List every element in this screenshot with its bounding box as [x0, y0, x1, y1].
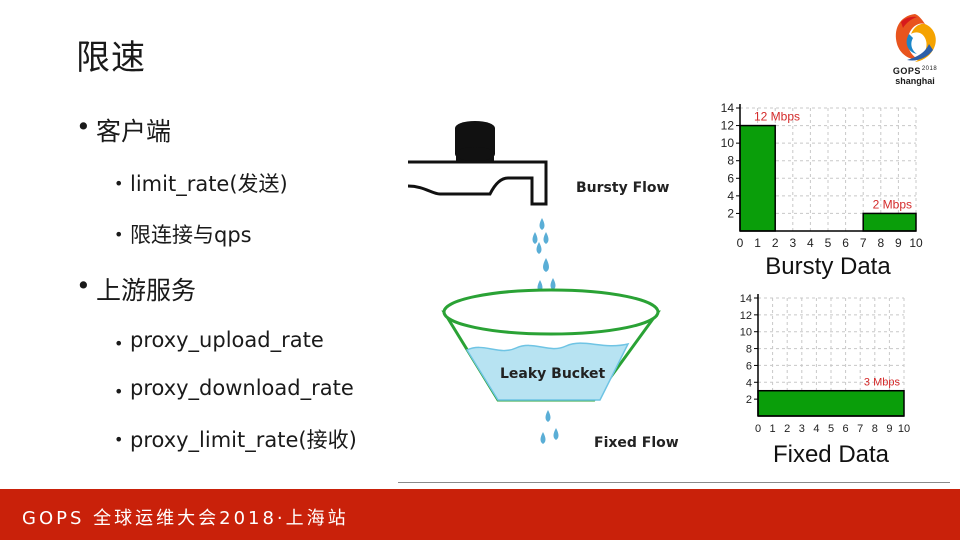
x-tick-label: 2: [784, 423, 790, 435]
x-tick-label: 7: [857, 423, 863, 435]
x-tick-label: 0: [755, 423, 761, 435]
x-tick-label: 3: [799, 423, 805, 435]
water-tap-icon: [407, 121, 548, 206]
bullet-sub-item: proxy_download_rate: [76, 376, 406, 424]
leaky-bucket-icon: Leaky Bucket: [441, 288, 661, 402]
chart-bar: [739, 124, 776, 232]
y-tick-label: 6: [727, 171, 734, 185]
logo-brand: GOPS2018: [892, 66, 938, 76]
chart-title: Fixed Data: [773, 441, 890, 468]
bullet-sub-item: 限连接与qps: [76, 219, 406, 271]
gops-swirl-icon: [895, 14, 936, 62]
x-tick-label: 9: [886, 423, 892, 435]
x-tick-label: 6: [843, 423, 849, 435]
footer-bar: GOPS 全球运维大会2018·上海站: [0, 489, 960, 540]
x-tick-label: 3: [789, 236, 796, 250]
bullet-item: 客户端: [76, 112, 406, 168]
water-drops-bottom: [540, 410, 559, 444]
slide-title: 限速: [76, 38, 146, 78]
y-tick-label: 4: [746, 377, 752, 389]
bullet-sub-item: proxy_upload_rate: [76, 328, 406, 376]
footer-divider: [398, 482, 950, 483]
bullet-item: 上游服务: [76, 271, 406, 328]
x-tick-label: 0: [737, 236, 744, 250]
bar-data-label: 2 Mbps: [873, 197, 912, 211]
x-tick-label: 9: [895, 236, 902, 250]
chart-title: Bursty Data: [765, 253, 891, 280]
footer-text: GOPS 全球运维大会2018·上海站: [22, 508, 349, 529]
y-tick-label: 4: [727, 189, 734, 203]
bar-data-label: 3 Mbps: [864, 377, 901, 389]
y-tick-label: 6: [746, 360, 752, 372]
bursty-flow-label: Bursty Flow: [576, 180, 670, 196]
y-tick-label: 8: [746, 344, 752, 356]
water-drops-top: [532, 218, 556, 292]
y-tick-label: 8: [727, 154, 734, 168]
gops-logo: GOPS2018 shanghai: [884, 10, 946, 94]
chart-bar: [862, 212, 917, 232]
y-tick-label: 10: [740, 327, 752, 339]
x-tick-label: 6: [842, 236, 849, 250]
logo-city: shanghai: [895, 76, 935, 86]
x-tick-label: 5: [828, 423, 834, 435]
x-tick-label: 8: [877, 236, 884, 250]
y-tick-label: 12: [740, 310, 752, 322]
x-tick-label: 8: [872, 423, 878, 435]
leaky-bucket-diagram: Bursty Flow Leaky Bucket Fixed Flow: [407, 121, 679, 451]
x-tick-label: 1: [754, 236, 761, 250]
x-tick-label: 10: [909, 236, 923, 250]
x-tick-label: 10: [898, 423, 910, 435]
bullet-sub-item: proxy_limit_rate(接收): [76, 424, 406, 464]
y-tick-label: 12: [721, 119, 735, 133]
fixed-flow-label: Fixed Flow: [594, 435, 679, 451]
leaky-bucket-label: Leaky Bucket: [500, 366, 606, 382]
chart-bar: [757, 389, 905, 417]
x-tick-label: 7: [860, 236, 867, 250]
y-tick-label: 2: [746, 394, 752, 406]
y-tick-label: 14: [740, 293, 752, 305]
x-tick-label: 2: [772, 236, 779, 250]
y-tick-label: 14: [721, 101, 735, 115]
x-tick-label: 4: [813, 423, 819, 435]
y-tick-label: 2: [727, 206, 734, 220]
x-tick-label: 1: [770, 423, 776, 435]
bullet-sub-item: limit_rate(发送): [76, 168, 406, 219]
bar-data-label: 12 Mbps: [754, 110, 800, 124]
bullet-list: 客户端 limit_rate(发送) 限连接与qps 上游服务 proxy_up…: [76, 112, 406, 464]
y-tick-label: 10: [721, 136, 735, 150]
x-tick-label: 5: [825, 236, 832, 250]
x-tick-label: 4: [807, 236, 814, 250]
